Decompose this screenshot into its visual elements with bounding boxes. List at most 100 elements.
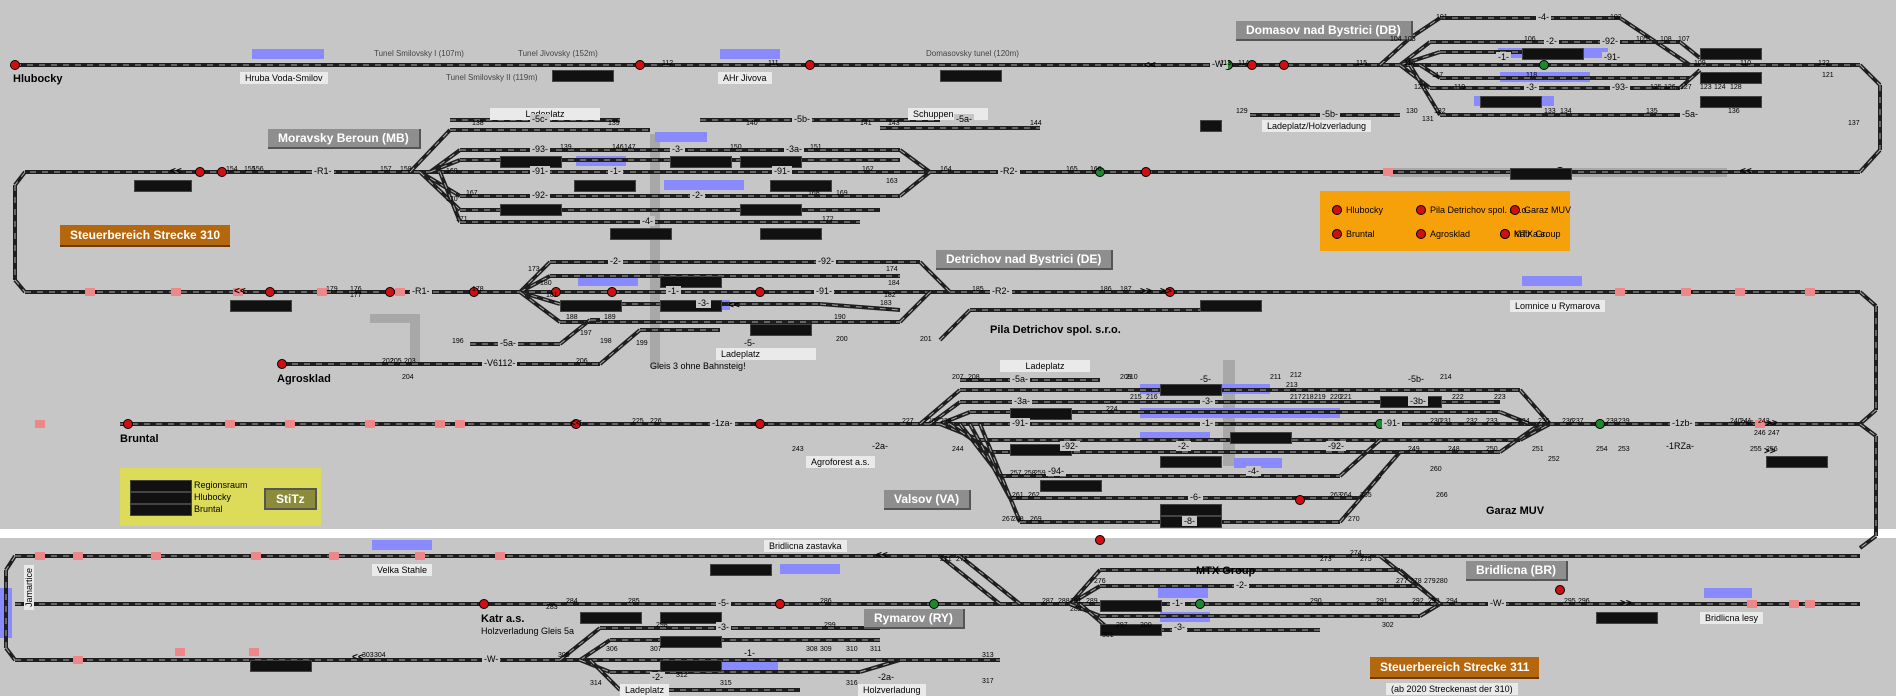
switch-number[interactable]: 182 [884,292,896,299]
switch-number[interactable]: 122 [1818,60,1830,67]
train-display[interactable] [740,156,802,168]
switch-number[interactable]: 286 [820,598,832,605]
switch-number[interactable]: 128 [1730,84,1742,91]
switch-number[interactable]: 273 [1320,556,1332,563]
switch-number[interactable]: 131 [1422,116,1434,123]
track-label[interactable]: -R1- [312,166,334,176]
switch-number[interactable]: 205 [390,358,402,365]
track-label[interactable]: -5- [742,338,757,348]
track-label[interactable]: -5a- [498,338,519,348]
switch-number[interactable]: 140 [746,120,758,127]
signal-icon[interactable] [265,287,275,297]
switch-number[interactable]: 277 [1396,578,1408,585]
track-label[interactable]: -92- [1326,441,1347,451]
signal-icon[interactable] [755,287,765,297]
switch-number[interactable]: 256 [1766,446,1778,453]
switch-number[interactable]: 138 [472,120,484,127]
switch-number[interactable]: 183 [880,300,892,307]
switch-number[interactable]: 105 [1636,36,1648,43]
switch-number[interactable]: 295 [1564,598,1576,605]
switch-number[interactable]: 237 [1572,418,1584,425]
switch-number[interactable]: 213 [1286,382,1298,389]
train-display[interactable] [1160,384,1222,396]
switch-number[interactable]: 116 [1404,60,1416,67]
signal-icon[interactable] [1247,60,1257,70]
train-display[interactable] [1522,48,1584,60]
track-label[interactable]: -3- [716,622,731,632]
train-display[interactable] [552,70,614,82]
track-label[interactable]: -92- [1600,36,1621,46]
track-label[interactable]: -91- [1010,418,1031,428]
switch-number[interactable]: 118 [1526,72,1538,79]
switch-number[interactable]: 111 [768,60,779,67]
track-label[interactable]: -5a- [1680,109,1701,119]
track-label[interactable]: -2- [1176,441,1191,451]
track-label[interactable]: -3- [1172,622,1187,632]
section-moravsky-beroun[interactable]: Moravsky Beroun (MB) [268,129,421,149]
switch-number[interactable]: 223 [1494,394,1506,401]
switch-number[interactable]: 222 [1452,394,1464,401]
section-rymarov[interactable]: Rymarov (RY) [864,609,965,629]
switch-number[interactable]: 172 [822,216,834,223]
switch-number[interactable]: 216 [1146,394,1158,401]
switch-number[interactable]: 210 [1126,374,1138,381]
legend-item[interactable]: Hlubocky [1332,205,1383,215]
switch-number[interactable]: 268 [1012,516,1024,523]
switch-number[interactable]: 119 [1454,84,1466,91]
switch-number[interactable]: 227 [902,418,914,425]
station-katr[interactable]: Katr a.s. [481,613,525,625]
switch-number[interactable]: 203 [404,358,416,365]
switch-number[interactable]: 305 [558,652,570,659]
switch-number[interactable]: 109 [1694,60,1706,67]
track-label[interactable]: -94- [1046,466,1067,476]
switch-number[interactable]: 168 [808,190,820,197]
track-label[interactable]: -2- [1544,36,1559,46]
switch-number[interactable]: 266 [1436,492,1448,499]
track-label[interactable]: -3- [670,144,685,154]
direction-arrow-icon[interactable]: << [728,300,740,311]
switch-number[interactable]: 117 [1432,72,1444,79]
train-display[interactable] [574,180,636,192]
switch-number[interactable]: 314 [590,680,602,687]
switch-number[interactable]: 257 [1010,470,1022,477]
switch-number[interactable]: 179 [326,286,338,293]
switch-number[interactable]: 185 [972,286,984,293]
switch-number[interactable]: 144 [1030,120,1042,127]
section-detrichov[interactable]: Detrichov nad Bystrici (DE) [936,250,1114,270]
switch-number[interactable]: 289 [1086,598,1098,605]
switch-number[interactable]: 251 [1532,446,1544,453]
direction-arrow-icon[interactable]: >> [1764,446,1776,457]
switch-number[interactable]: 125 [1650,84,1662,91]
switch-number[interactable]: 275 [1360,556,1372,563]
switch-number[interactable]: 240 [1730,418,1742,425]
switch-number[interactable]: 260 [1430,466,1442,473]
switch-number[interactable]: 133 [1544,108,1556,115]
switch-number[interactable]: 243 [792,446,804,453]
switch-number[interactable]: 196 [452,338,464,345]
track-label[interactable]: -5- [716,598,731,608]
train-display[interactable] [1700,96,1762,108]
track-label[interactable]: -R1- [410,286,432,296]
direction-arrow-icon[interactable]: << [876,550,888,561]
switch-number[interactable]: 313 [982,652,994,659]
track-label[interactable]: -91- [772,166,793,176]
train-display[interactable] [1700,72,1762,84]
track-label[interactable]: -5a- [954,114,975,124]
track-label[interactable]: -1- [608,166,623,176]
switch-number[interactable]: 108 [1660,36,1672,43]
steuerbereich-310[interactable]: Steuerbereich Strecke 310 [60,225,231,247]
switch-number[interactable]: 174 [886,266,898,273]
switch-number[interactable]: 167 [466,190,478,197]
switch-number[interactable]: 207 [952,374,964,381]
train-display[interactable] [560,300,622,312]
train-display[interactable] [1200,120,1222,132]
switch-number[interactable]: 294 [1446,598,1458,605]
signal-icon[interactable] [1095,535,1105,545]
switch-number[interactable]: 300 [1140,622,1152,629]
switch-number[interactable]: 114 [1238,60,1250,67]
switch-number[interactable]: 136 [1728,108,1740,115]
switch-number[interactable]: 264 [1340,492,1352,499]
track-label[interactable]: -W- [1210,59,1229,69]
switch-number[interactable]: 311 [870,646,882,653]
switch-number[interactable]: 186 [1100,286,1112,293]
